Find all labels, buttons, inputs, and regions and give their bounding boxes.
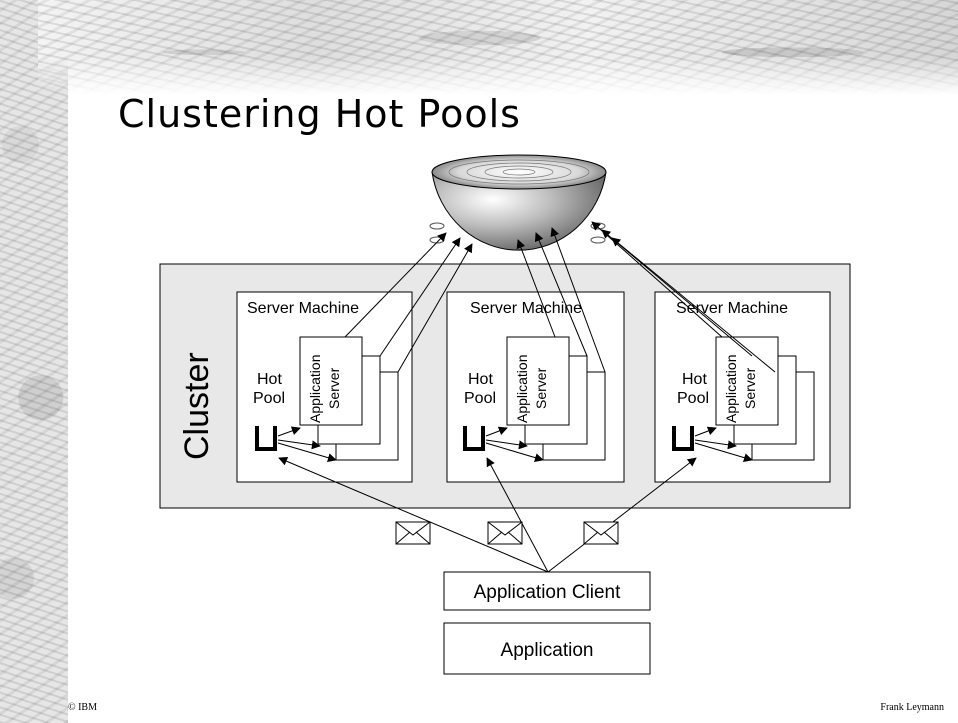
client-request-arrows bbox=[278, 457, 697, 573]
server-machine-title: Server Machine bbox=[470, 300, 582, 317]
hot-pool-line2: Pool bbox=[677, 390, 709, 407]
app-server-line2: Server bbox=[742, 367, 758, 409]
application-box bbox=[443, 622, 651, 675]
app-server-line2: Server bbox=[326, 367, 342, 409]
app-server-line1: Application bbox=[307, 355, 323, 424]
database-bowl-icon bbox=[429, 154, 607, 251]
application-client-box bbox=[443, 571, 651, 611]
decorative-left-band bbox=[0, 0, 68, 723]
application-client-label: Application Client bbox=[474, 582, 622, 603]
server-machine-title: Server Machine bbox=[247, 300, 359, 317]
footer-copyright: © IBM bbox=[68, 702, 97, 713]
database-connection-arrows bbox=[344, 221, 776, 373]
hot-pool-queue-icon bbox=[255, 426, 277, 451]
message-envelope-icon bbox=[395, 521, 431, 545]
hot-pool-line1: Hot bbox=[682, 371, 707, 388]
hot-pool-line2: Pool bbox=[253, 390, 285, 407]
app-server-line2: Server bbox=[533, 367, 549, 409]
footer-author: Frank Leymann bbox=[880, 702, 944, 713]
app-server-line1: Application bbox=[723, 355, 739, 424]
decorative-top-band bbox=[38, 0, 958, 95]
cluster-label: Cluster bbox=[178, 352, 216, 460]
server-machine-title: Server Machine bbox=[676, 300, 788, 317]
hot-pool-queue-icon bbox=[672, 426, 694, 451]
application-label: Application bbox=[501, 640, 594, 661]
server-machine-2: Server Machine Application Server Hot Po… bbox=[446, 291, 625, 483]
slide-title: Clustering Hot Pools bbox=[118, 92, 521, 136]
hot-pool-line1: Hot bbox=[257, 371, 282, 388]
application-server-box bbox=[299, 336, 363, 426]
hot-pool-line2: Pool bbox=[464, 390, 496, 407]
message-envelope-icon bbox=[487, 521, 523, 545]
app-server-line1: Application bbox=[514, 355, 530, 424]
hot-pool-line1: Hot bbox=[468, 371, 493, 388]
server-machine-1: Server Machine Application Server Hot Po… bbox=[236, 291, 413, 483]
hot-pool-queue-icon bbox=[463, 426, 485, 451]
server-machine-3: Server Machine Application Server Hot Po… bbox=[654, 291, 831, 483]
message-envelope-icon bbox=[583, 521, 619, 545]
application-server-box bbox=[506, 336, 570, 426]
